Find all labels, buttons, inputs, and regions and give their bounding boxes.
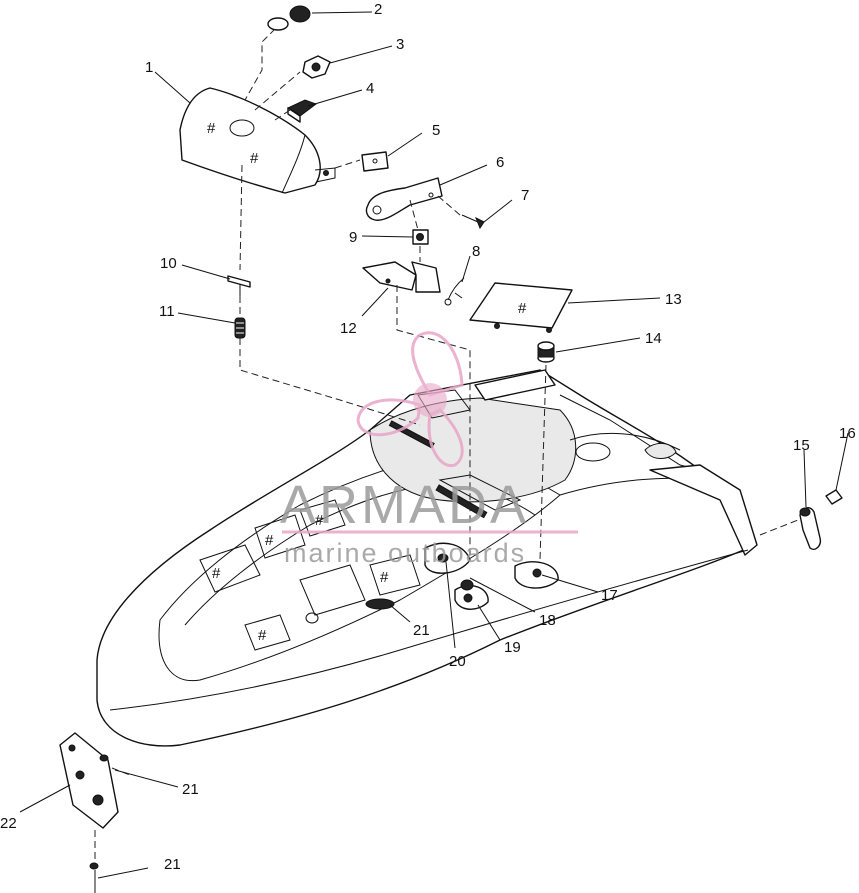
callout-10: 10 xyxy=(160,255,177,272)
callout-6: 6 xyxy=(496,154,504,171)
svg-text:#: # xyxy=(518,300,527,317)
callout-8: 8 xyxy=(472,243,480,260)
callout-16: 16 xyxy=(839,425,856,442)
callout-9: 9 xyxy=(349,229,357,246)
part-13-cover-plate: # xyxy=(469,282,573,333)
svg-text:#: # xyxy=(265,532,274,549)
part-1-cowl: # # xyxy=(179,87,336,194)
watermark-tagline: marine outboards xyxy=(284,538,526,568)
callout-11: 11 xyxy=(159,303,175,320)
callout-12: 12 xyxy=(340,320,357,337)
part-9-nut xyxy=(412,229,429,245)
svg-text:#: # xyxy=(258,627,267,644)
part-11-spring xyxy=(234,317,246,339)
svg-text:#: # xyxy=(380,569,389,586)
leader-lines xyxy=(19,11,849,893)
callout-7: 7 xyxy=(521,187,529,204)
callout-1: 1 xyxy=(145,59,153,76)
callout-4: 4 xyxy=(366,80,374,97)
callout-19: 19 xyxy=(504,639,521,656)
callout-17: 17 xyxy=(601,587,618,604)
part-6-bracket xyxy=(365,177,443,221)
part-22-front-bracket xyxy=(59,732,119,870)
part-3-socket xyxy=(302,55,331,79)
part-2-bulb xyxy=(267,5,311,31)
svg-text:#: # xyxy=(250,150,259,167)
callout-3: 3 xyxy=(396,36,404,53)
callout-14: 14 xyxy=(645,330,662,347)
part-5-pad xyxy=(361,151,389,172)
callout-15: 15 xyxy=(793,437,810,454)
part-4-clip xyxy=(286,99,318,123)
callout-5: 5 xyxy=(432,122,440,139)
part-16-knob xyxy=(825,489,843,505)
callout-13: 13 xyxy=(665,291,682,308)
part-14-grommet xyxy=(537,341,555,363)
part-15-latch xyxy=(799,507,822,550)
callout-18: 18 xyxy=(539,612,556,629)
watermark-brand: ARMADA xyxy=(280,475,529,535)
svg-text:#: # xyxy=(315,512,324,529)
armada-watermark: ARMADA marine outboards xyxy=(280,331,578,568)
propeller-logo xyxy=(356,331,464,468)
part-10-pin xyxy=(227,275,251,296)
callout-2: 2 xyxy=(374,1,382,18)
part-8-spring-clip xyxy=(444,277,465,306)
callout-21-front: 21 xyxy=(182,781,199,798)
callout-22: 22 xyxy=(0,815,17,832)
svg-text:#: # xyxy=(212,565,221,582)
callout-20: 20 xyxy=(449,653,466,670)
svg-text:#: # xyxy=(207,120,216,137)
callout-labels: 1 2 3 4 5 6 7 8 9 10 11 12 13 14 15 16 1… xyxy=(0,1,856,873)
part-12-mount-bracket xyxy=(362,261,441,293)
callout-21-bottom: 21 xyxy=(164,856,181,873)
assembly-lines xyxy=(94,29,799,862)
part-7-screw xyxy=(461,214,485,230)
callout-21-dash: 21 xyxy=(413,622,430,639)
hood-body: # # # # # xyxy=(96,369,758,747)
